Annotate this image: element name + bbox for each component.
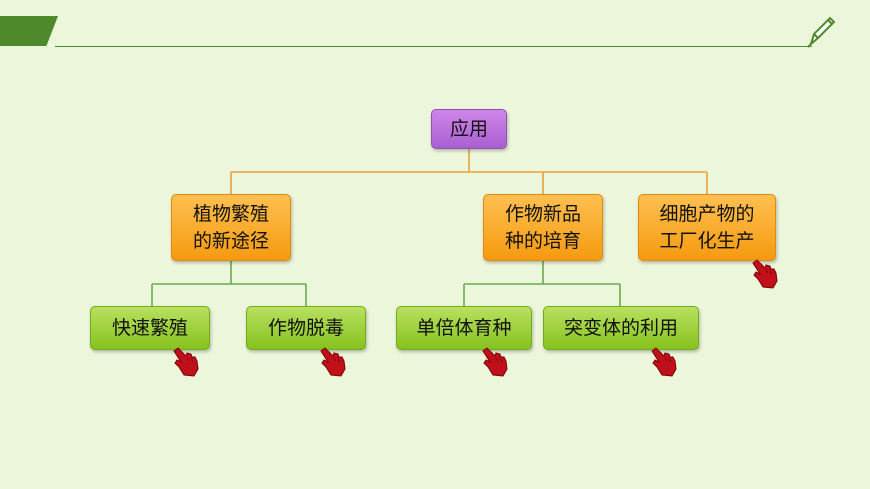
branch-label-line1: 植物繁殖 xyxy=(192,202,269,225)
leaf-label: 作物脱毒 xyxy=(267,316,344,339)
header-divider xyxy=(55,46,812,47)
branch-label-line2: 种的培育 xyxy=(504,229,581,252)
branch-label-line2: 的新途径 xyxy=(192,229,269,252)
branch-node-propagation: 植物繁殖 的新途径 xyxy=(171,194,291,261)
header-banner xyxy=(0,16,58,46)
leaf-node-virus-free: 作物脱毒 xyxy=(246,306,366,350)
leaf-node-rapid-propagation: 快速繁殖 xyxy=(90,306,210,350)
leaf-label: 快速繁殖 xyxy=(111,316,188,339)
branch-node-breeding: 作物新品 种的培育 xyxy=(483,194,603,261)
branch-node-production: 细胞产物的 工厂化生产 xyxy=(638,194,776,261)
branch-label-line1: 作物新品 xyxy=(504,202,581,225)
leaf-node-haploid-breeding: 单倍体育种 xyxy=(396,306,532,350)
pointing-hand-icon[interactable] xyxy=(750,258,780,290)
leaf-label: 突变体的利用 xyxy=(563,316,678,339)
leaf-node-mutant-utilization: 突变体的利用 xyxy=(543,306,699,350)
branch-label-line2: 工厂化生产 xyxy=(659,229,755,252)
pointing-hand-icon[interactable] xyxy=(480,346,510,378)
pen-icon xyxy=(807,16,836,48)
pointing-hand-icon[interactable] xyxy=(318,346,348,378)
root-label: 应用 xyxy=(449,117,488,140)
pointing-hand-icon[interactable] xyxy=(649,346,679,378)
leaf-label: 单倍体育种 xyxy=(416,316,512,339)
pointing-hand-icon[interactable] xyxy=(171,346,201,378)
branch-label-line1: 细胞产物的 xyxy=(659,202,755,225)
root-node: 应用 xyxy=(431,109,507,149)
